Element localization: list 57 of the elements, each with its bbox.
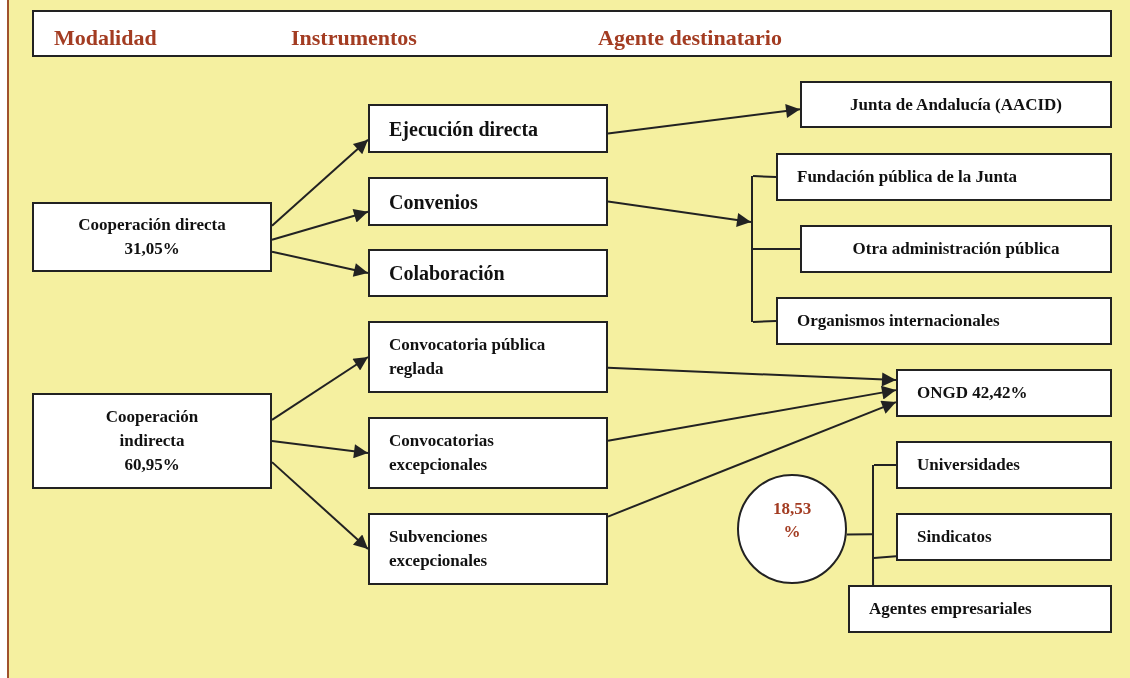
column-heading: Modalidad <box>54 24 157 52</box>
column-heading: Agente destinatario <box>598 24 782 52</box>
process-box <box>32 202 272 272</box>
connector-line <box>752 320 777 323</box>
process-box <box>896 369 1112 417</box>
node-label: Subvenciones excepcionales <box>389 526 489 572</box>
process-box <box>800 225 1112 273</box>
process-box <box>368 177 608 226</box>
node-label: ONGD 42,42% <box>917 382 1028 405</box>
node-label: Sindicatos <box>917 526 992 549</box>
arrow <box>271 138 369 227</box>
bracket-line <box>751 176 753 322</box>
process-box <box>368 417 608 489</box>
process-box <box>776 153 1112 201</box>
connector-line <box>752 175 777 178</box>
arrow <box>607 200 752 227</box>
process-box <box>848 585 1112 633</box>
connector-line <box>872 559 875 586</box>
connector-line <box>846 533 873 536</box>
node-label: Convocatoria pública reglada <box>389 334 547 380</box>
node-label: Colaboración <box>389 261 505 286</box>
node-label: Organismos internacionales <box>797 310 1000 333</box>
process-box <box>368 513 608 585</box>
process-box <box>368 104 608 153</box>
process-box <box>368 249 608 297</box>
node-label: Universidades <box>917 454 1020 477</box>
process-box <box>896 441 1112 489</box>
process-box <box>896 513 1112 561</box>
arrow <box>607 366 897 387</box>
process-box <box>368 321 608 393</box>
arrow <box>271 209 369 241</box>
arrow <box>607 104 801 135</box>
arrow <box>271 250 369 277</box>
node-label: 18,53 % <box>771 498 813 543</box>
node-label: Fundación pública de la Junta <box>797 166 1018 189</box>
header-band <box>32 10 1112 57</box>
process-box <box>32 393 272 489</box>
connector-line <box>873 464 897 466</box>
arrow <box>271 440 369 459</box>
arrow <box>271 461 369 550</box>
column-heading: Instrumentos <box>291 24 417 52</box>
arrow <box>607 400 897 518</box>
connector-line <box>873 555 897 560</box>
process-box <box>776 297 1112 345</box>
node-label: Junta de Andalucía (AACID) <box>849 93 1063 116</box>
node-label: Convenios <box>389 189 478 215</box>
node-label: Ejecución directa <box>389 116 539 143</box>
connector-line <box>752 248 801 250</box>
node-label: Cooperación directa 31,05% <box>77 214 227 260</box>
bracket-line <box>872 465 874 560</box>
arrow <box>607 385 897 442</box>
arrow <box>271 356 369 421</box>
process-box <box>800 81 1112 128</box>
node-label: Convocatorias excepcionales <box>389 430 495 476</box>
node-label: Otra administración pública <box>852 238 1060 261</box>
node-label: Cooperación indirecta 60,95% <box>104 406 200 476</box>
node-label: Agentes empresariales <box>869 598 1032 621</box>
